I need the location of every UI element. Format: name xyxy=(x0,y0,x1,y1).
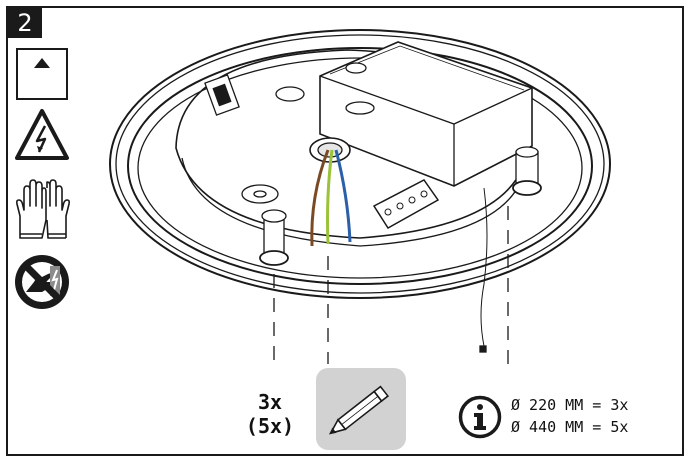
quantity-large: (5x) xyxy=(245,414,295,438)
note-line-220: Ø 220 MM = 3x xyxy=(511,396,629,414)
quantity-standard: 3x xyxy=(257,390,283,414)
step-number-badge: 2 xyxy=(8,8,42,38)
protective-gloves-icon xyxy=(14,176,72,244)
diameter-note: Ø 220 MM = 3x Ø 440 MM = 5x xyxy=(511,394,628,438)
instruction-panel: 2 xyxy=(6,6,684,456)
screw-quantity: 3x (5x) xyxy=(230,390,310,438)
luminaire-installation-drawing xyxy=(98,16,618,364)
step-number: 2 xyxy=(17,9,33,37)
mark-with-pencil-tile xyxy=(316,368,406,450)
do-not-touch-live-icon xyxy=(12,252,72,312)
open-up-arrow-icon xyxy=(16,48,68,100)
pencil-icon xyxy=(329,385,390,435)
note-line-440: Ø 440 MM = 5x xyxy=(511,418,629,436)
electrical-hazard-warning-icon xyxy=(14,108,70,162)
info-icon xyxy=(458,395,502,439)
